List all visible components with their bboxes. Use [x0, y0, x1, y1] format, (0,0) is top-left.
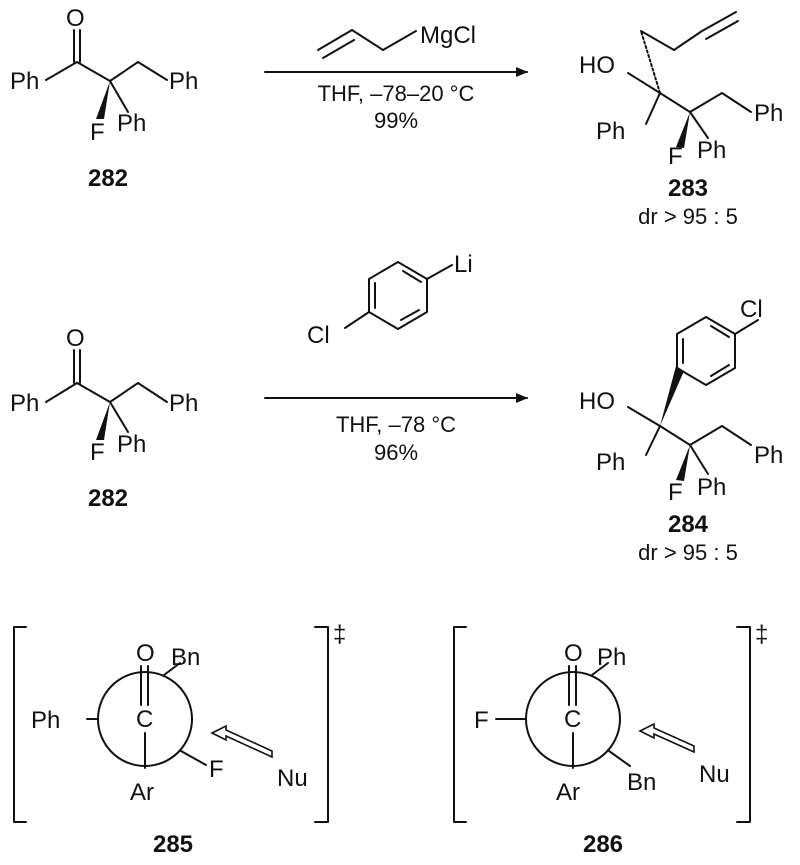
reaction-yield: 99%: [374, 108, 418, 133]
oxygen-label: O: [66, 5, 85, 32]
fluorine-label: F: [668, 143, 683, 170]
nucleophile-label: Nu: [699, 761, 730, 788]
fluorine-label: F: [474, 707, 489, 734]
allyl-grignard-reagent: MgCl: [317, 22, 476, 59]
oxygen-label: O: [136, 640, 155, 667]
carbon-label: C: [136, 706, 153, 733]
phenyl-label: Ph: [596, 449, 625, 476]
compound-number: 286: [583, 831, 623, 858]
chlorine-label: Cl: [740, 296, 763, 323]
transition-state-285: ‡ O C Bn Ph F Ar Nu 285: [13, 621, 346, 858]
phenyl-label: Ph: [697, 474, 726, 501]
aryl-label: Ar: [556, 779, 580, 806]
double-dagger: ‡: [333, 621, 346, 648]
hydroxyl-label: HO: [579, 52, 615, 79]
benzyl-label: Bn: [627, 769, 656, 796]
nucleophile-label: Nu: [277, 765, 308, 792]
compound-number: 285: [153, 831, 193, 858]
chlorophenyllithium-reagent: Li Cl: [307, 251, 473, 349]
compound-number: 282: [88, 165, 128, 192]
fluorine-label: F: [90, 119, 105, 146]
phenyl-label: Ph: [10, 390, 39, 417]
compound-number: 283: [668, 175, 708, 202]
reaction-conditions: THF, –78–20 °C: [318, 81, 475, 106]
oxygen-label: O: [66, 325, 85, 352]
aryl-label: Ar: [130, 779, 154, 806]
compound-282-bottom: O Ph Ph F Ph 282: [10, 325, 198, 512]
phenyl-label: Ph: [10, 68, 39, 95]
nucleophile-attack-arrow: [638, 722, 695, 754]
phenyl-label: Ph: [169, 390, 198, 417]
double-dagger: ‡: [755, 621, 768, 648]
carbon-label: C: [564, 706, 581, 733]
diastereomeric-ratio: dr > 95 : 5: [638, 540, 738, 565]
phenyl-label: Ph: [169, 68, 198, 95]
phenyl-label: Ph: [597, 644, 626, 671]
mgcl-label: MgCl: [420, 22, 476, 49]
compound-number: 284: [668, 511, 709, 538]
reaction-yield: 96%: [374, 440, 418, 465]
phenyl-label: Ph: [754, 442, 783, 469]
phenyl-label: Ph: [31, 707, 60, 734]
diastereomeric-ratio: dr > 95 : 5: [638, 204, 738, 229]
transition-state-286: ‡ O C Ph F Bn Ar Nu 286: [453, 621, 768, 858]
compound-283: HO Ph Ph F Ph 283 dr > 95 : 5: [579, 11, 783, 229]
phenyl-label: Ph: [117, 431, 146, 458]
fluorine-label: F: [209, 756, 224, 783]
fluorine-label: F: [668, 479, 683, 506]
phenyl-label: Ph: [697, 137, 726, 164]
nucleophile-attack-arrow: [210, 724, 273, 759]
hydroxyl-label: HO: [579, 388, 615, 415]
oxygen-label: O: [564, 640, 583, 667]
lithium-label: Li: [454, 251, 473, 278]
phenyl-label: Ph: [754, 100, 783, 127]
fluorine-label: F: [90, 439, 105, 466]
benzyl-label: Bn: [171, 644, 200, 671]
compound-number: 282: [88, 485, 128, 512]
chlorine-label: Cl: [307, 322, 330, 349]
phenyl-label: Ph: [117, 110, 146, 137]
compound-282-top: O Ph Ph F Ph 282: [10, 5, 198, 192]
reaction-conditions: THF, –78 °C: [336, 412, 456, 437]
phenyl-label: Ph: [596, 118, 625, 145]
compound-284: Cl HO Ph Ph F Ph 284 dr > 95 : 5: [579, 296, 783, 565]
